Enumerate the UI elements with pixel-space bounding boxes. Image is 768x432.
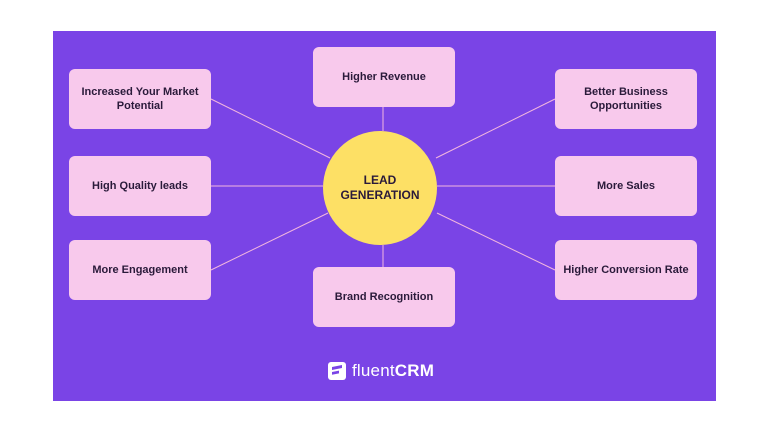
node-high-quality-leads: High Quality leads [69,156,211,216]
node-label: Brand Recognition [334,291,434,303]
node-label: Higher Conversion Rate [563,264,689,276]
fluentcrm-logo-icon [328,362,346,380]
node-label: High Quality leads [92,180,188,192]
node-increased-market-potential: Increased Your Market Potential [69,69,211,129]
node-higher-conversion-rate: Higher Conversion Rate [555,240,697,300]
node-more-sales: More Sales [555,156,697,216]
brand-name-bold: CRM [394,361,435,380]
node-label: Higher Revenue [342,71,426,83]
center-node-lead-generation: LEAD GENERATION [323,131,437,245]
brand-name: fluentCRM [352,361,434,381]
node-label: More Engagement [92,264,188,276]
node-higher-revenue: Higher Revenue [313,47,455,107]
node-brand-recognition: Brand Recognition [313,267,455,327]
brand-logo: fluentCRM [328,360,434,382]
center-label: LEAD GENERATION [340,173,420,202]
node-better-business-opportunities: Better Business Opportunities [555,69,697,129]
node-label: Better Business Opportunities [584,86,668,112]
node-label: Increased Your Market Potential [81,86,199,112]
node-more-engagement: More Engagement [69,240,211,300]
node-label: More Sales [596,180,656,192]
brand-name-light: fluent [352,361,395,380]
